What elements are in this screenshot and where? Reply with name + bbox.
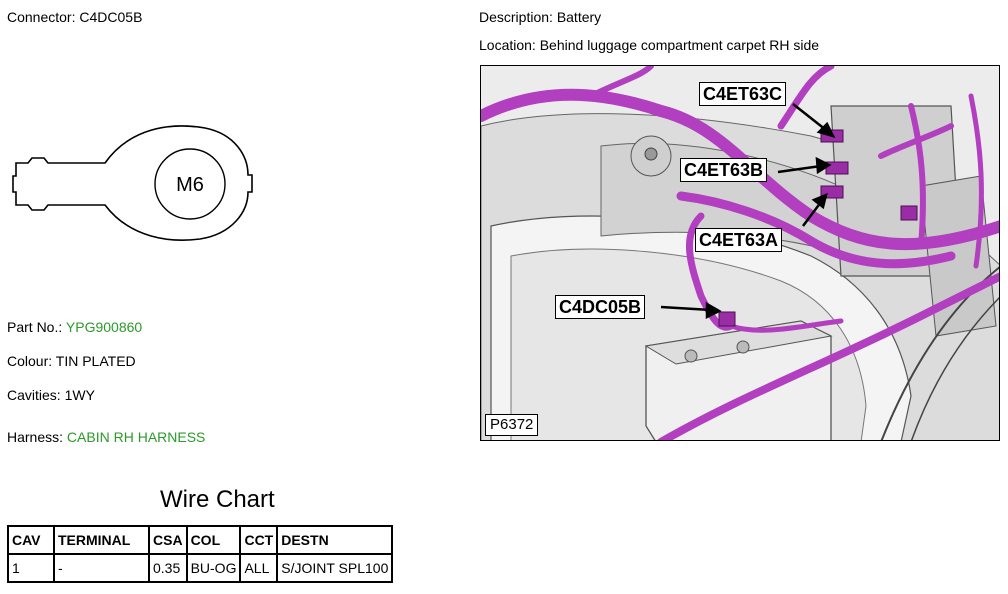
figure-id-label: P6372 <box>485 414 539 436</box>
col-cct: CCT <box>239 525 279 555</box>
wire-chart-title: Wire Chart <box>160 486 275 513</box>
col-csa: CSA <box>148 525 188 555</box>
callout-c4et63a: C4ET63A <box>695 228 783 252</box>
cell-csa: 0.35 <box>148 553 188 583</box>
location-value: Behind luggage compartment carpet RH sid… <box>539 37 820 53</box>
cavities-line: Cavities: 1WY <box>7 386 95 404</box>
description-label: Description: <box>479 9 553 25</box>
wire-chart-header-row: CAV TERMINAL CSA COL CCT DESTN <box>7 525 394 555</box>
callout-c4et63c: C4ET63C <box>699 82 787 106</box>
callout-c4et63b: C4ET63B <box>680 158 768 182</box>
wire-chart-table: CAV TERMINAL CSA COL CCT DESTN 1 - 0.35 … <box>7 525 394 583</box>
callout-c4dc05b: C4DC05B <box>555 295 646 319</box>
colour-value: TIN PLATED <box>55 353 136 369</box>
cell-destn: S/JOINT SPL100 <box>276 553 394 583</box>
connector-line: Connector: C4DC05B <box>7 8 142 26</box>
col-destn: DESTN <box>276 525 394 555</box>
cell-cct: ALL <box>239 553 279 583</box>
location-line: Location: Behind luggage compartment car… <box>479 36 819 54</box>
part-no-label: Part No.: <box>7 319 63 335</box>
harness-line: Harness: CABIN RH HARNESS <box>7 428 205 446</box>
location-label: Location: <box>479 37 536 53</box>
ring-terminal-diagram: M6 <box>12 125 253 241</box>
cell-col: BU-OG <box>185 553 242 583</box>
col-col: COL <box>185 525 242 555</box>
colour-line: Colour: TIN PLATED <box>7 352 136 370</box>
connector-value: C4DC05B <box>79 9 143 25</box>
col-cav: CAV <box>7 525 55 555</box>
colour-label: Colour: <box>7 353 53 369</box>
cavities-value: 1WY <box>64 387 95 403</box>
stud-hole <box>154 148 226 220</box>
cavities-label: Cavities: <box>7 387 61 403</box>
harness-link[interactable]: CABIN RH HARNESS <box>66 429 206 445</box>
description-line: Description: Battery <box>479 8 601 26</box>
location-illustration: C4ET63C C4ET63B C4ET63A C4DC05B P6372 <box>480 65 1000 441</box>
stud-label: M6 <box>176 174 204 196</box>
connector-label: Connector: <box>7 9 76 25</box>
description-value: Battery <box>556 9 602 25</box>
harness-label: Harness: <box>7 429 64 445</box>
cell-terminal: - <box>53 553 150 583</box>
luggage-compartment-drawing <box>481 66 999 440</box>
col-terminal: TERMINAL <box>53 525 150 555</box>
table-row: 1 - 0.35 BU-OG ALL S/JOINT SPL100 <box>7 553 394 583</box>
cell-cav: 1 <box>7 553 55 583</box>
part-no-line: Part No.: YPG900860 <box>7 318 142 336</box>
part-no-link[interactable]: YPG900860 <box>65 319 143 335</box>
